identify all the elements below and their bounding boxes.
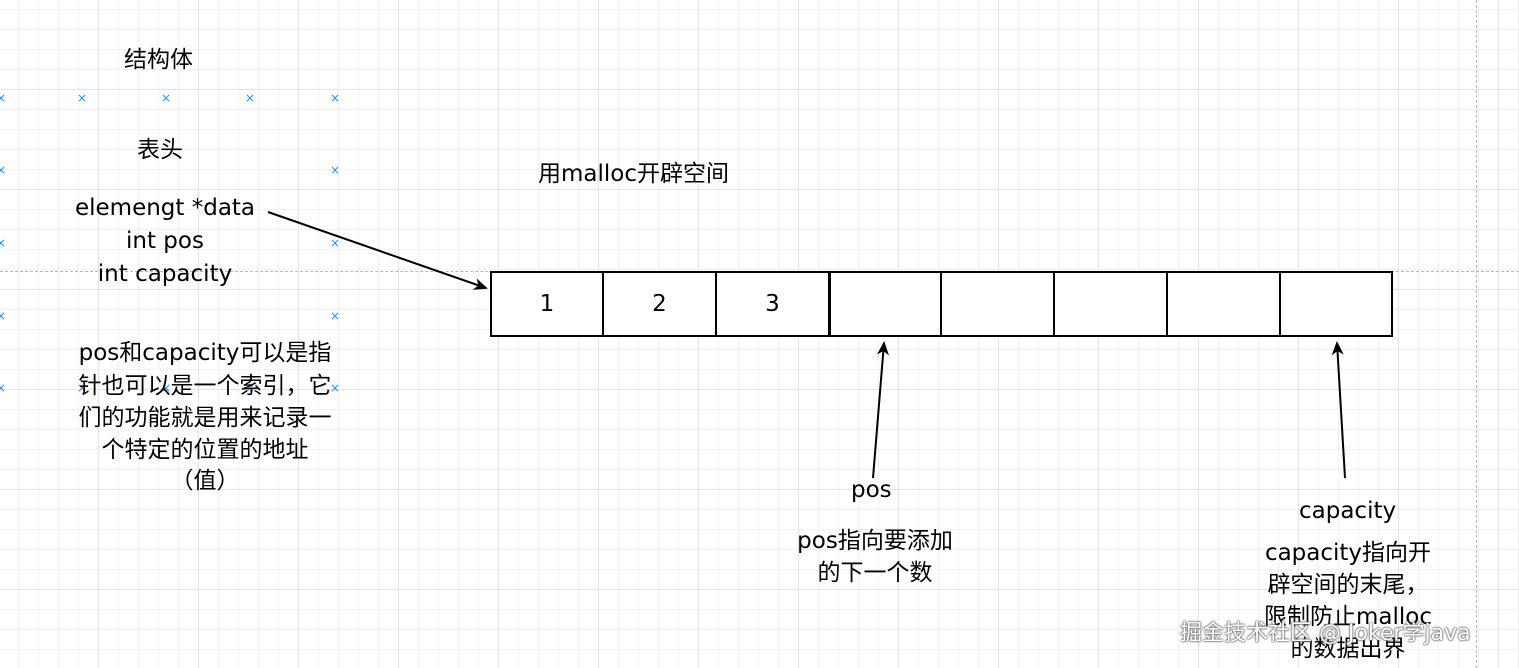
struct-header-label[interactable]: 表头	[137, 137, 183, 163]
struct-field-pos: int pos	[126, 228, 204, 254]
selection-marker-icon: ×	[330, 309, 341, 323]
selection-marker-icon: ×	[0, 236, 7, 250]
selection-marker-icon: ×	[330, 236, 341, 250]
struct-title[interactable]: 结构体	[124, 47, 193, 73]
selection-marker-icon: ×	[245, 381, 256, 395]
pos-description-line: 的下一个数	[817, 560, 933, 586]
array-caption[interactable]: 用malloc开辟空间	[538, 161, 729, 187]
dashed-guide-vertical	[1476, 0, 1477, 668]
selection-marker-icon: ×	[77, 91, 88, 105]
struct-field-capacity: int capacity	[97, 261, 233, 287]
selection-marker-icon: ×	[161, 381, 172, 395]
selection-marker-icon: ×	[245, 91, 256, 105]
array-cell[interactable]: 2	[602, 271, 717, 337]
selection-marker-icon: ×	[0, 163, 7, 177]
pos-label[interactable]: pos	[851, 477, 892, 503]
selection-marker-icon: ×	[0, 309, 7, 323]
array-cell[interactable]	[1166, 271, 1281, 337]
struct-field-data: elemengt *data	[74, 195, 256, 221]
selection-marker-icon: ×	[0, 91, 7, 105]
watermark: 掘金技术社区 @ Joker学java	[1180, 621, 1471, 646]
capacity-description-line: 限制防止malloc	[1264, 604, 1432, 630]
struct-note-line: 针也可以是一个索引，它	[78, 373, 332, 399]
selection-marker-icon: ×	[330, 381, 341, 395]
array-cell[interactable]	[1053, 271, 1168, 337]
struct-note-line: （值）	[170, 468, 240, 494]
selection-marker-icon: ×	[0, 381, 7, 395]
array-cell[interactable]	[829, 271, 942, 337]
struct-note-line: pos和capacity可以是指	[78, 340, 332, 366]
pos-arrow[interactable]	[872, 341, 890, 479]
capacity-description-line: capacity指向开	[1264, 540, 1432, 566]
selection-marker-icon: ×	[330, 163, 341, 177]
capacity-arrow[interactable]	[1331, 341, 1346, 479]
pos-description-line: pos指向要添加	[797, 528, 953, 554]
selection-marker-icon: ×	[330, 91, 341, 105]
array-cell[interactable]: 1	[490, 271, 604, 337]
array-cell[interactable]	[1279, 271, 1393, 337]
array-cell[interactable]: 3	[715, 271, 830, 337]
struct-note-line: 个特定的位置的地址	[101, 437, 309, 463]
selection-marker-icon: ×	[161, 91, 172, 105]
capacity-label[interactable]: capacity	[1299, 498, 1397, 524]
capacity-description-line: 辟空间的末尾，	[1267, 572, 1429, 598]
capacity-description-line: 的数据出界	[1290, 636, 1406, 662]
struct-note-line: 们的功能就是用来记录一	[78, 405, 332, 431]
struct-to-array-arrow[interactable]	[267, 211, 488, 290]
selection-marker-icon: ×	[77, 381, 88, 395]
